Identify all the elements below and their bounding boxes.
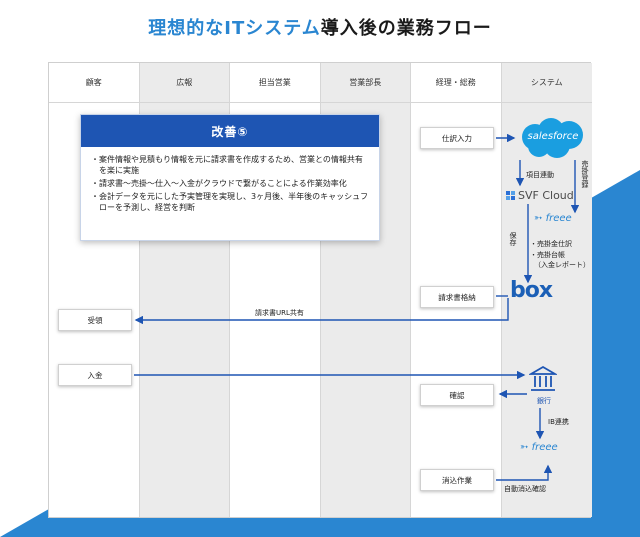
lane-header-system: システム [501, 63, 592, 103]
salesforce-cloud-icon [522, 118, 583, 158]
svf-grid-icon [506, 191, 515, 200]
lane-customer: 顧客 [49, 63, 140, 517]
improvement-item: 会計データを元にした予実管理を実現し、3ヶ月後、半年後のキャッシュフローを予測し… [91, 191, 369, 213]
label-urikake-daicho: ・売掛台帳 [530, 251, 565, 259]
node-shiire: 仕訳入力 [420, 127, 494, 149]
improvement-callout: 改善⑤ 案件情報や見積もり情報を元に請求書を作成するため、営業との情報共有を楽に… [80, 114, 380, 241]
lane-header-sales-rep: 担当営業 [230, 63, 320, 103]
page-title-rest: 導入後の業務フロー [320, 18, 492, 39]
lane-header-sales-manager: 営業部長 [320, 63, 410, 103]
node-nyukin: 入金 [58, 364, 132, 386]
label-url-share: 請求書URL共有 [255, 309, 304, 317]
bird-icon: ➳ [534, 213, 543, 224]
svf-cloud-label: SVF Cloud [518, 189, 574, 202]
freee-label: freee [531, 442, 558, 453]
label-nyukin-report: （入金レポート） [534, 261, 590, 269]
label-urikake-touroku: 売掛登録 [581, 160, 589, 188]
lane-sales-rep: 担当営業 [230, 63, 321, 517]
bank-label: 銀行 [537, 397, 551, 405]
freee-logo-top: ➳ freee [534, 213, 572, 224]
bank-icon [529, 365, 557, 391]
page-title: 理想的なITシステム導入後の業務フロー [0, 14, 640, 40]
label-ukekake: ・売掛金仕訳 [530, 240, 572, 248]
label-auto: 自動消込確認 [504, 485, 546, 493]
lane-header-pr: 広報 [139, 63, 229, 103]
node-seikyu: 請求書格納 [420, 286, 494, 308]
node-kakunin: 確認 [420, 384, 494, 406]
lane-accounting: 経理・総務 [411, 63, 502, 517]
salesforce-label: salesforce [527, 131, 579, 142]
node-keshikomi: 消込作業 [420, 469, 494, 491]
label-ib: IB連携 [548, 418, 569, 426]
improvement-list: 案件情報や見積もり情報を元に請求書を作成するため、営業との情報共有を楽に実施 請… [81, 147, 379, 213]
node-juryo: 受領 [58, 309, 132, 331]
improvement-title: 改善⑤ [81, 115, 379, 147]
freee-logo-bottom: ➳ freee [520, 442, 558, 453]
page-title-accent: 理想的なITシステム [148, 18, 321, 39]
svf-cloud-logo: SVF Cloud [506, 189, 574, 202]
improvement-item: 請求書〜売掛〜仕入〜入金がクラウドで繋がることによる作業効率化 [91, 178, 369, 189]
label-koumoku: 項目連動 [526, 171, 554, 179]
lane-header-accounting: 経理・総務 [411, 63, 501, 103]
label-hozon: 保存 [509, 232, 517, 246]
bird-icon: ➳ [520, 442, 529, 453]
lane-header-customer: 顧客 [49, 63, 139, 103]
box-logo: box [510, 278, 553, 303]
improvement-item: 案件情報や見積もり情報を元に請求書を作成するため、営業との情報共有を楽に実施 [91, 154, 369, 176]
freee-label: freee [545, 213, 572, 224]
